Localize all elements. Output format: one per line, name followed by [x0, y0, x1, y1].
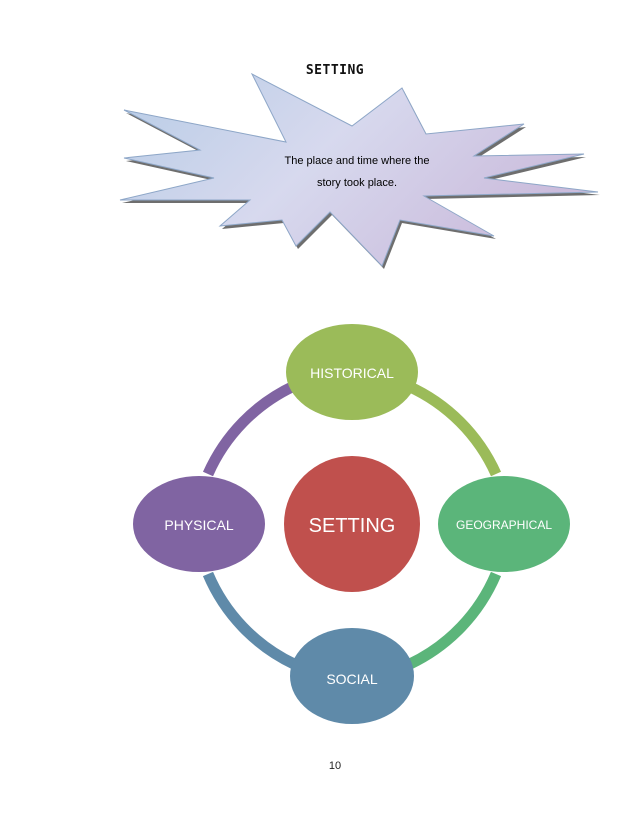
callout-text-line2: story took place. — [316, 177, 398, 189]
historical-node-label: HISTORICAL — [310, 365, 394, 381]
starburst-callout — [119, 72, 600, 269]
arc-top-right — [405, 380, 502, 477]
geographical-node-label: GEOGRAPHICAL — [456, 518, 552, 532]
page-title: SETTING — [305, 63, 365, 78]
arc-left-top — [202, 381, 297, 477]
page-number: 10 — [328, 760, 342, 772]
historical-node — [286, 324, 418, 420]
physical-node-label: PHYSICAL — [164, 517, 233, 533]
arc-bottom-left — [202, 571, 297, 669]
social-node-label: SOCIAL — [326, 671, 378, 687]
geographical-node — [438, 476, 570, 572]
center-node — [284, 456, 420, 592]
callout-text-line1: The place and time where the — [284, 155, 430, 167]
starburst-shape — [119, 72, 599, 267]
callout-text: The place and time where the story took … — [262, 150, 452, 194]
physical-node — [133, 476, 265, 572]
center-node-label: SETTING — [309, 515, 396, 537]
social-node — [290, 628, 414, 724]
arc-right-bottom — [407, 571, 502, 669]
